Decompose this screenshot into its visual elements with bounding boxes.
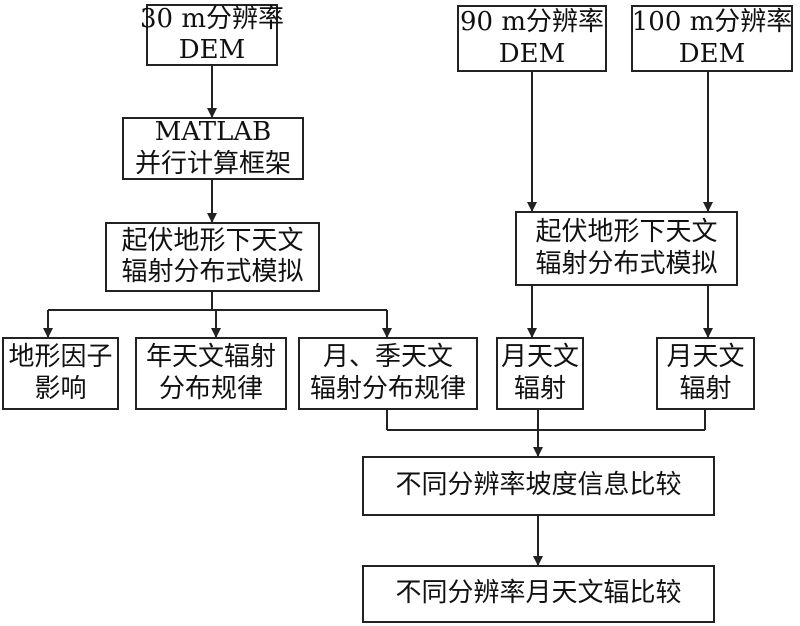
node-dem-100m-line1: 100 m分辨率 (631, 7, 793, 38)
node-terrain-factor-line2: 影响 (34, 373, 87, 404)
node-matlab-parallel: MATLAB 并行计算框架 (122, 117, 304, 180)
node-dem-30m-line2: DEM (178, 35, 246, 65)
node-matlab-parallel-line2: 并行计算框架 (134, 148, 291, 179)
node-radiation-comparison: 不同分辨率月天文辐比较 (362, 565, 715, 623)
node-annual-radiation-line2: 分布规律 (158, 373, 263, 404)
node-terrain-factor: 地形因子 影响 (2, 337, 119, 410)
node-dem-100m: 100 m分辨率 DEM (631, 5, 793, 72)
node-monthly-radiation-100m: 月天文 辐射 (656, 337, 755, 410)
node-annual-radiation-line1: 年天文辐射 (145, 342, 276, 373)
node-monthly-seasonal-radiation-line2: 辐射分布规律 (309, 373, 466, 404)
node-monthly-seasonal-radiation-line1: 月、季天文 (322, 342, 453, 373)
node-monthly-radiation-90m: 月天文 辐射 (496, 337, 584, 410)
node-simulation-left: 起伏地形下天文 辐射分布式模拟 (105, 222, 320, 292)
node-monthly-radiation-100m-line2: 辐射 (679, 373, 732, 404)
node-dem-30m-line1: 30 m分辨率 (140, 3, 285, 34)
node-monthly-radiation-90m-line1: 月天文 (500, 342, 579, 373)
node-monthly-radiation-100m-line1: 月天文 (666, 342, 745, 373)
node-dem-90m-line1: 90 m分辨率 (459, 7, 604, 38)
node-annual-radiation: 年天文辐射 分布规律 (135, 337, 287, 410)
node-radiation-comparison-text: 不同分辨率月天文辐比较 (395, 578, 682, 609)
node-simulation-left-line2: 辐射分布式模拟 (121, 257, 304, 287)
node-dem-30m: 30 m分辨率 DEM (140, 4, 284, 66)
node-dem-100m-line2: DEM (678, 38, 746, 69)
node-monthly-radiation-90m-line2: 辐射 (513, 373, 566, 404)
node-slope-comparison-text: 不同分辨率坡度信息比较 (395, 470, 682, 501)
node-simulation-left-line1: 起伏地形下天文 (121, 225, 304, 256)
node-simulation-right: 起伏地形下天文 辐射分布式模拟 (515, 211, 738, 286)
node-simulation-right-line2: 辐射分布式模拟 (535, 248, 718, 279)
node-monthly-seasonal-radiation: 月、季天文 辐射分布规律 (298, 337, 478, 410)
node-dem-90m-line2: DEM (498, 38, 566, 69)
node-dem-90m: 90 m分辨率 DEM (457, 5, 607, 72)
node-slope-comparison: 不同分辨率坡度信息比较 (362, 456, 715, 516)
node-terrain-factor-line1: 地形因子 (8, 342, 113, 373)
node-matlab-parallel-line1: MATLAB (154, 117, 272, 148)
node-simulation-right-line1: 起伏地形下天文 (535, 217, 718, 248)
